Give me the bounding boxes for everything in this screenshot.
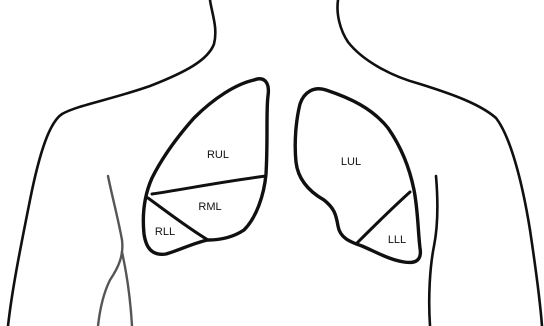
horizontal-fissure <box>152 176 266 194</box>
left-inner-arm-line <box>429 176 437 326</box>
lobe-label-rml: RML <box>198 201 221 213</box>
torso-outline <box>8 0 542 326</box>
right-inner-arm-line-2 <box>122 252 132 326</box>
lobe-label-rul: RUL <box>207 149 229 161</box>
lobe-label-lul: LUL <box>341 156 361 168</box>
neck-right-shoulder-line <box>337 0 542 326</box>
right-inner-arm-line <box>98 176 122 326</box>
lobe-label-lll: LLL <box>388 234 406 246</box>
lobe-label-rll: RLL <box>155 226 175 238</box>
